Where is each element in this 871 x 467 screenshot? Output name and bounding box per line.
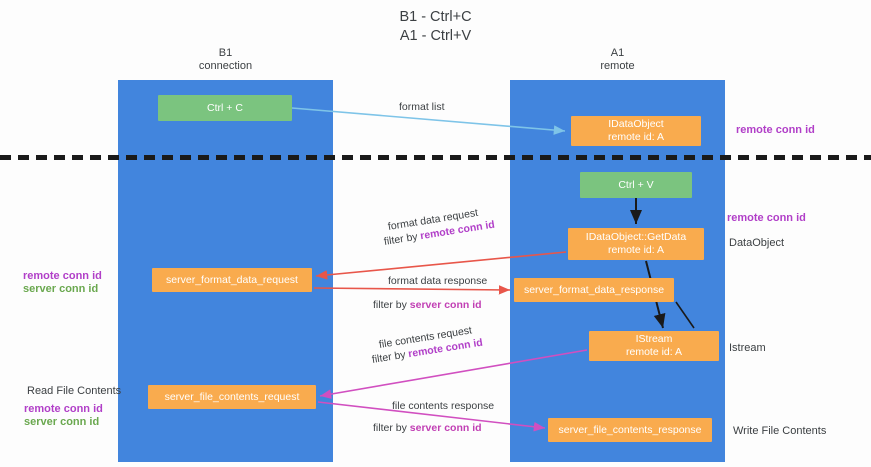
- filter-key-server-conn-id: server conn id: [409, 299, 482, 311]
- annotation-left-remote-conn-id-1: remote conn id: [23, 270, 102, 282]
- edge-label-file-contents-response: file contents response: [392, 400, 495, 412]
- node-idataobject-line2: remote id: A: [607, 131, 665, 143]
- node-idataobject-getdata[interactable]: IDataObject::GetData remote id: A: [568, 228, 704, 260]
- edge-label-format-data-response: format data response: [388, 275, 488, 287]
- page-title-line2: A1 - Ctrl+V: [399, 28, 472, 44]
- annotation-read-file-contents: Read File Contents: [27, 385, 122, 397]
- node-server-file-contents-response-label: server_file_contents_response: [558, 423, 702, 436]
- annotation-dataobject: DataObject: [729, 237, 785, 249]
- edge-label-format-list: format list: [399, 101, 445, 113]
- node-ctrl-v-label: Ctrl + V: [618, 178, 654, 191]
- node-server-format-data-response[interactable]: server_format_data_response: [514, 278, 674, 302]
- filter-prefix: filter by: [371, 348, 410, 366]
- page-title-line1: B1 - Ctrl+C: [399, 9, 472, 25]
- annotation-left-server-conn-id-2: server conn id: [24, 416, 100, 428]
- column-header-b1-name: B1: [218, 47, 233, 59]
- filter-prefix: filter by: [373, 299, 410, 311]
- node-server-format-data-request-label: server_format_data_request: [166, 273, 298, 286]
- edge-label-format-data-response-filter: filter by server conn id: [373, 298, 482, 312]
- annotation-left-server-conn-id-1: server conn id: [23, 283, 99, 295]
- annotation-istream: Istream: [729, 342, 766, 354]
- node-idataobject[interactable]: IDataObject remote id: A: [571, 116, 701, 146]
- node-server-format-data-request[interactable]: server_format_data_request: [152, 268, 312, 292]
- node-server-file-contents-request[interactable]: server_file_contents_request: [148, 385, 316, 409]
- node-idataobject-line1: IDataObject: [608, 118, 664, 130]
- node-server-file-contents-request-label: server_file_contents_request: [164, 390, 300, 403]
- column-header-a1: A1 remote: [510, 47, 725, 73]
- annotation-write-file-contents: Write File Contents: [733, 425, 827, 437]
- node-getdata-line2: remote id: A: [607, 244, 665, 256]
- node-server-file-contents-response[interactable]: server_file_contents_response: [548, 418, 712, 442]
- column-header-b1-sub: connection: [198, 60, 253, 72]
- annotation-left-remote-conn-id-2: remote conn id: [24, 403, 103, 415]
- edge-label-file-contents-response-filter: filter by server conn id: [373, 421, 482, 435]
- node-ctrl-v[interactable]: Ctrl + V: [580, 172, 692, 198]
- column-header-a1-name: A1: [610, 47, 625, 59]
- node-istream[interactable]: IStream remote id: A: [589, 331, 719, 361]
- node-ctrl-c[interactable]: Ctrl + C: [158, 95, 292, 121]
- filter-key-server-conn-id: server conn id: [409, 422, 482, 434]
- annotation-remote-conn-id-top: remote conn id: [736, 124, 815, 136]
- annotation-remote-conn-id-mid: remote conn id: [727, 212, 806, 224]
- column-header-b1: B1 connection: [118, 47, 333, 73]
- node-istream-line2: remote id: A: [625, 346, 683, 358]
- node-server-format-data-response-label: server_format_data_response: [523, 283, 665, 296]
- column-header-a1-sub: remote: [600, 60, 635, 72]
- node-ctrl-c-label: Ctrl + C: [207, 101, 243, 114]
- node-istream-line1: IStream: [635, 333, 673, 345]
- filter-prefix: filter by: [373, 422, 410, 434]
- node-getdata-line1: IDataObject::GetData: [585, 231, 687, 243]
- section-divider: [0, 155, 871, 160]
